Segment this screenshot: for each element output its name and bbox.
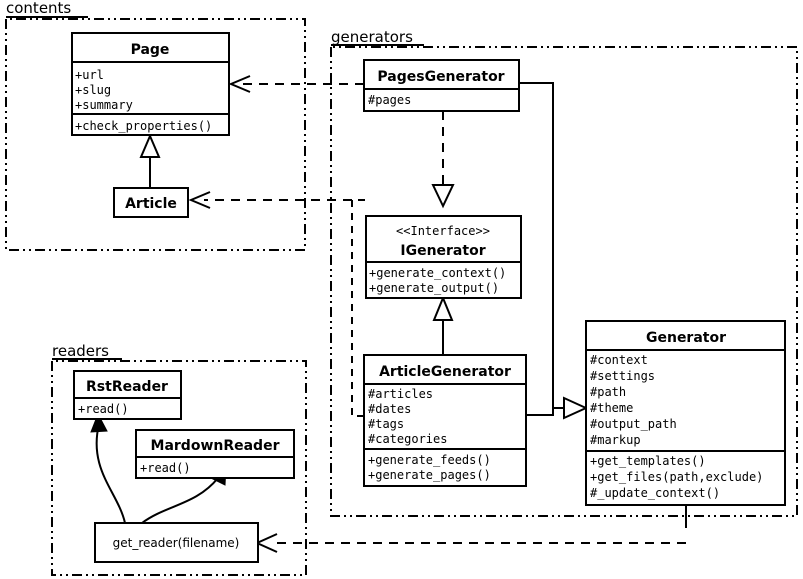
class-generator-attr-0: #context — [590, 353, 648, 367]
package-contents-label: contents — [6, 0, 71, 17]
class-page-attr-1: +slug — [75, 83, 111, 97]
uses-arrowhead — [90, 412, 108, 433]
relation-article-to-page — [139, 133, 161, 190]
relation-articlegenerator-to-generator — [526, 396, 589, 420]
class-markdownreader-frame — [135, 429, 295, 479]
class-box-pagesgenerator[interactable]: PagesGenerator #pages — [363, 59, 520, 112]
relation-generator-to-getreader — [254, 505, 687, 553]
generalization-arrowhead — [432, 295, 454, 321]
class-articlegenerator-name: ArticleGenerator — [379, 364, 511, 380]
class-page-name: Page — [131, 42, 170, 58]
class-igenerator-op-1: +generate_output() — [369, 281, 499, 295]
class-rstreader-name: RstReader — [86, 379, 168, 395]
class-rstreader-op-0: +read() — [78, 402, 129, 416]
class-box-articlegenerator[interactable]: ArticleGenerator #articles #dates #tags … — [363, 354, 527, 487]
generalization-arrowhead — [139, 133, 161, 158]
package-readers: readers — [51, 342, 307, 576]
class-pagesgenerator-attr-0: #pages — [368, 93, 411, 107]
class-articlegenerator-frame — [363, 354, 527, 487]
realization-arrowhead — [431, 184, 455, 209]
generalization-line — [519, 82, 564, 409]
class-pagesgenerator-frame — [363, 59, 520, 112]
class-articlegenerator-op-0: +generate_feeds() — [368, 453, 491, 467]
class-generator-attr-1: #settings — [590, 369, 655, 383]
class-markdownreader-op-0: +read() — [140, 461, 191, 475]
package-readers-border — [51, 360, 307, 576]
package-generators: generators — [330, 28, 798, 517]
class-box-igenerator[interactable]: <<Interface>> IGenerator +generate_conte… — [365, 215, 522, 299]
class-articlegenerator-attr-1: #dates — [368, 402, 411, 416]
function-get-reader-label: get_reader(filename) — [113, 536, 240, 550]
relation-getreader-to-rstreader — [90, 412, 126, 524]
relation-articlegenerator-to-igenerator — [432, 295, 454, 355]
class-page-op-0: +check_properties() — [75, 119, 212, 133]
class-box-article[interactable]: Article — [113, 187, 189, 218]
class-generator-attr-3: #theme — [590, 401, 633, 415]
package-generators-border — [330, 46, 798, 517]
class-igenerator-stereotype: <<Interface>> — [396, 224, 490, 238]
class-article-frame — [113, 187, 189, 218]
class-page-attr-2: +summary — [75, 98, 133, 112]
class-articlegenerator-op-1: +generate_pages() — [368, 468, 491, 482]
class-generator-op-1: +get_files(path,exclude) — [590, 470, 763, 484]
generalization-arrowhead — [563, 396, 589, 420]
uses-curve — [95, 423, 126, 524]
class-article-name: Article — [125, 196, 177, 212]
dependency-arrowhead — [228, 75, 251, 93]
class-page-attr-0: +url — [75, 68, 104, 82]
class-box-markdownreader[interactable]: MardownReader +read() — [135, 429, 295, 479]
class-rstreader-frame — [73, 370, 182, 420]
class-box-rstreader[interactable]: RstReader +read() — [73, 370, 182, 420]
dependency-arrowhead — [188, 191, 211, 209]
class-articlegenerator-attr-0: #articles — [368, 387, 433, 401]
class-markdownreader-name: MardownReader — [151, 438, 280, 454]
class-generator-frame — [585, 320, 786, 506]
package-generators-label: generators — [331, 28, 413, 46]
class-igenerator-frame — [365, 215, 522, 299]
class-generator-attr-5: #markup — [590, 433, 641, 447]
relation-pagesgenerator-to-page — [228, 75, 364, 93]
dependency-elbow — [351, 199, 365, 417]
function-box-get-reader[interactable]: get_reader(filename) — [94, 522, 259, 563]
package-contents: contents — [5, 0, 306, 251]
class-page-frame — [71, 32, 230, 136]
class-generator-op-0: +get_templates() — [590, 454, 706, 468]
uses-curve — [141, 477, 219, 524]
class-igenerator-name: IGenerator — [400, 243, 485, 259]
class-generator-attr-2: #path — [590, 385, 626, 399]
class-box-generator[interactable]: Generator #context #settings #path #them… — [585, 320, 786, 506]
class-generator-attr-4: #output_path — [590, 417, 677, 431]
relation-pagesgenerator-to-igenerator — [431, 111, 455, 209]
class-pagesgenerator-name: PagesGenerator — [377, 69, 504, 85]
class-generator-name: Generator — [646, 330, 726, 346]
class-box-page[interactable]: Page +url +slug +summary +check_properti… — [71, 32, 230, 136]
package-contents-border — [5, 18, 306, 251]
generalization-line — [526, 408, 554, 416]
relation-articlegenerator-to-article — [188, 191, 365, 417]
relation-pagesgenerator-to-generator — [519, 82, 564, 409]
class-generator-op-2: #_update_context() — [590, 486, 720, 500]
package-readers-label: readers — [52, 342, 109, 360]
function-get-reader-frame — [94, 522, 259, 563]
class-articlegenerator-attr-2: #tags — [368, 417, 404, 431]
class-igenerator-op-0: +generate_context() — [369, 266, 506, 280]
class-articlegenerator-attr-3: #categories — [368, 432, 447, 446]
dependency-arrowhead — [254, 533, 278, 553]
